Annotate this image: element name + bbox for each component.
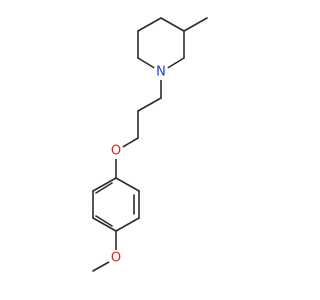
structure-canvas: N O O bbox=[92, 17, 208, 272]
methoxy-oxygen-atom-label: O bbox=[111, 251, 121, 266]
methoxy-oxygen-label-background bbox=[108, 250, 124, 266]
aromatic-double-bond-3 bbox=[95, 182, 113, 194]
bond-methyl bbox=[183, 17, 208, 32]
ether-oxygen-label-background bbox=[108, 143, 124, 159]
nitrogen-label-background bbox=[153, 64, 169, 80]
bond-benzene-6 bbox=[92, 177, 117, 192]
bond-ring-4 bbox=[160, 17, 185, 32]
bond-benzene-4 bbox=[92, 217, 117, 232]
ether-oxygen-atom-label: O bbox=[111, 144, 121, 159]
nitrogen-atom-label: N bbox=[156, 65, 166, 80]
bond-chain-2 bbox=[137, 97, 162, 112]
bond-benzene-3 bbox=[115, 217, 140, 232]
aromatic-double-bond-2 bbox=[95, 215, 113, 227]
bond-ring-3 bbox=[137, 17, 162, 32]
molecule-structure: N O O bbox=[92, 17, 208, 272]
bond-benzene-1 bbox=[115, 177, 140, 192]
